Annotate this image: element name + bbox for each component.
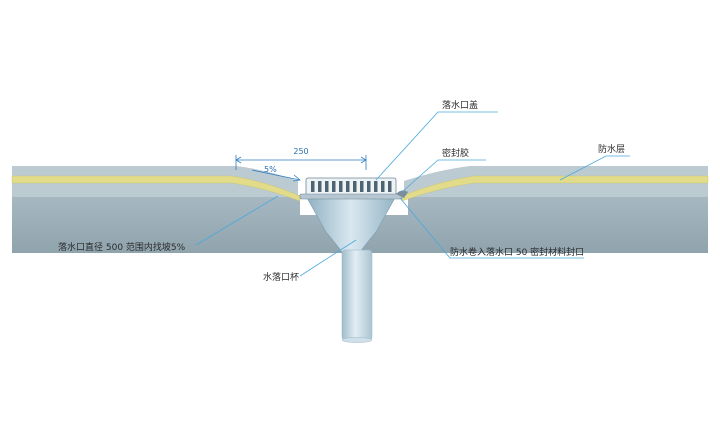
grate-slot [388,181,392,192]
label-waterproof-layer: 防水层 [598,143,625,155]
grate-slot [318,181,322,192]
label-drain-cover: 落水口盖 [442,99,478,111]
grate-slot [367,181,371,192]
drain-cover [299,177,403,200]
grate-slot [346,181,350,192]
sealant-bead [396,190,408,198]
leader-membrane-note [399,197,584,259]
label-sealant: 密封胶 [442,147,469,159]
label-membrane-note: 防水卷入落水口 50 密封材料封口 [450,246,584,258]
grate-slot [353,181,357,192]
grate-slot [360,181,364,192]
grate-slot [381,181,385,192]
leader-drain-cover [375,111,498,181]
grate-slot [311,181,315,192]
leader-waterproof [559,155,630,181]
leader-sealant [401,159,486,193]
label-drain-cup: 水落口杯 [263,271,299,283]
label-slope-note: 落水口直径 500 范围内找坡5% [58,241,186,253]
dimension-250: 250 5% [235,147,367,182]
grate-slot [339,181,343,192]
dimension-width-label: 250 [293,147,308,156]
grate-slot [374,181,378,192]
drain-pipe-end [341,337,373,343]
drain-pipe [341,249,373,341]
grate-slot [332,181,336,192]
leader-drain-cup [299,239,357,277]
slope-label: 5% [264,165,277,174]
leader-slope-note [195,195,279,246]
grate-slot [325,181,329,192]
waterproof-membrane-left [11,175,301,202]
